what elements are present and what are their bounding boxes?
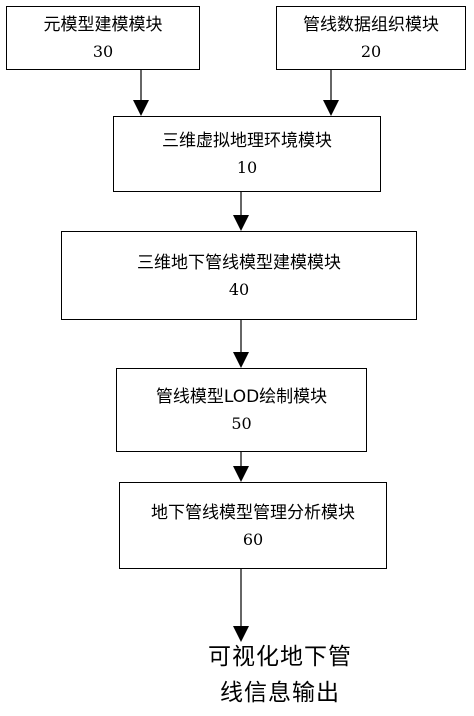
module-label: 管线模型LOD绘制模块 xyxy=(155,387,328,407)
underground-modeling-module-box: 三维地下管线模型建模模块 40 xyxy=(61,231,417,320)
arrowhead-down xyxy=(233,352,249,368)
management-analysis-module-box: 地下管线模型管理分析模块 60 xyxy=(119,482,387,569)
module-number: 20 xyxy=(360,42,382,61)
arrowhead-down xyxy=(323,100,339,116)
module-number: 10 xyxy=(236,158,258,177)
meta-model-module-box: 元模型建模模块 30 xyxy=(6,6,200,70)
module-number: 50 xyxy=(231,414,252,433)
arrowhead-down xyxy=(233,466,249,482)
virtual-env-module-box: 三维虚拟地理环境模块 10 xyxy=(113,116,381,192)
pipeline-data-module-box: 管线数据组织模块 20 xyxy=(276,6,466,70)
module-label: 管线数据组织模块 xyxy=(303,15,439,35)
arrowhead-down xyxy=(233,626,249,642)
module-label: 三维虚拟地理环境模块 xyxy=(162,131,332,151)
module-number: 30 xyxy=(92,42,114,61)
module-label: 元模型建模模块 xyxy=(43,15,163,35)
output-caption: 可视化地下管 线信息输出 xyxy=(175,639,385,711)
module-label: 三维地下管线模型建模模块 xyxy=(137,252,341,273)
arrowhead-down xyxy=(133,100,149,116)
lod-render-module-box: 管线模型LOD绘制模块 50 xyxy=(116,368,367,452)
module-label: 地下管线模型管理分析模块 xyxy=(151,502,355,523)
module-number: 60 xyxy=(242,529,264,549)
output-line-2: 线信息输出 xyxy=(220,680,340,706)
module-number: 40 xyxy=(228,279,250,299)
arrowhead-down xyxy=(233,215,249,231)
output-line-1: 可视化地下管 xyxy=(208,644,352,670)
